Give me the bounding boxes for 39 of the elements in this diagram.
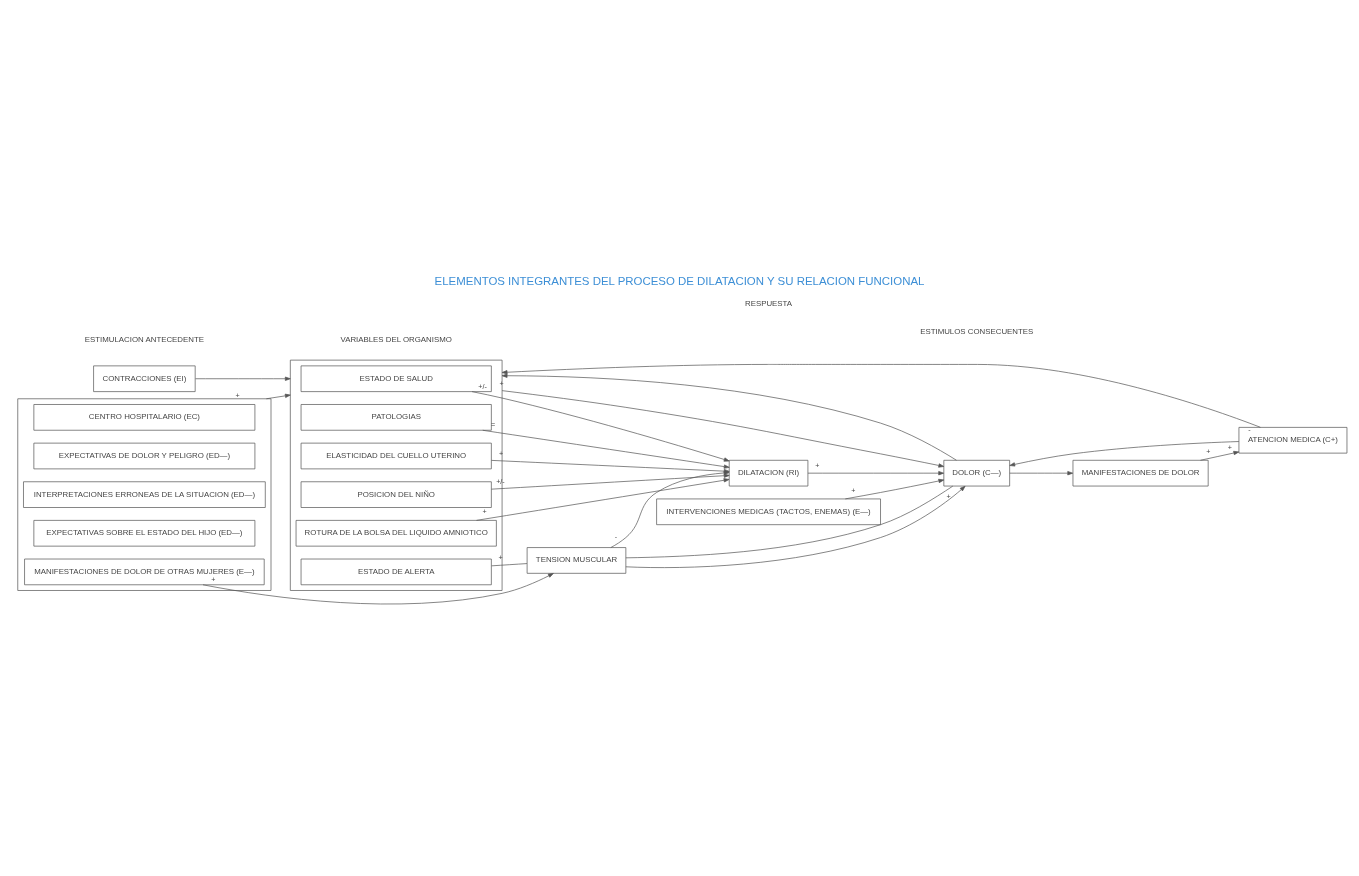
node-box: ESTADO DE ALERTA (300, 558, 492, 585)
arrow (501, 389, 945, 468)
cluster (289, 359, 503, 591)
arrow (501, 373, 957, 461)
arrow (1009, 470, 1074, 475)
node-box: INTERVENCIONES MEDICAS (TACTOS, ENEMAS) (E—) (656, 498, 881, 525)
label: ESTIMULACION ANTECEDENTE (84, 334, 204, 344)
arrow (482, 429, 730, 469)
connector (491, 562, 528, 566)
node-box: MANIFESTACIONES DE DOLOR (1072, 459, 1209, 486)
node-box: EXPECTATIVAS SOBRE EL ESTADO DEL HIJO (ED—) (33, 519, 256, 546)
arrow (844, 478, 945, 499)
node-box: CENTRO HOSPITALARIO (EC) (33, 403, 256, 431)
node-box: DILATACION (RI) (728, 459, 809, 486)
node-box: ELASTICIDAD DEL CUELLO UTERINO (300, 442, 492, 469)
label: ESTIMULOS CONSECUENTES (920, 326, 1034, 336)
node-box: ROTURA DE LA BOLSA DEL LIQUIDO AMNIOTICO (295, 519, 497, 546)
label: VARIABLES DEL ORGANISMO (340, 334, 452, 344)
arrow (807, 470, 945, 475)
label: RESPUESTA (745, 298, 793, 308)
arrow (1009, 440, 1240, 466)
arrow (195, 376, 291, 381)
node-box: CONTRACCIONES (EI) (93, 365, 196, 392)
node-box: EXPECTATIVAS DE DOLOR Y PELIGRO (ED—) (33, 442, 256, 469)
node-box: POSICION DEL NIÑO (300, 480, 492, 508)
arrow (476, 477, 730, 521)
arrow (202, 572, 554, 604)
node-box: PATOLOGIAS (300, 403, 492, 431)
arrow (266, 393, 291, 399)
diagram-title: ELEMENTOS INTEGRANTES DEL PROCESO DE DILATACION Y SU RELACION FUNCIONAL (434, 274, 925, 287)
node-box: DOLOR (C—) (943, 459, 1010, 486)
arrow (491, 473, 730, 490)
arrow (501, 363, 1261, 428)
node-box: TENSION MUSCULAR (526, 546, 627, 574)
arrow (1200, 450, 1240, 461)
arrow (625, 485, 966, 568)
node-box: INTERPRETACIONES ERRONEAS DE LA SITUACION (ED—) (23, 480, 266, 508)
cluster (17, 397, 272, 591)
connector (625, 485, 954, 558)
